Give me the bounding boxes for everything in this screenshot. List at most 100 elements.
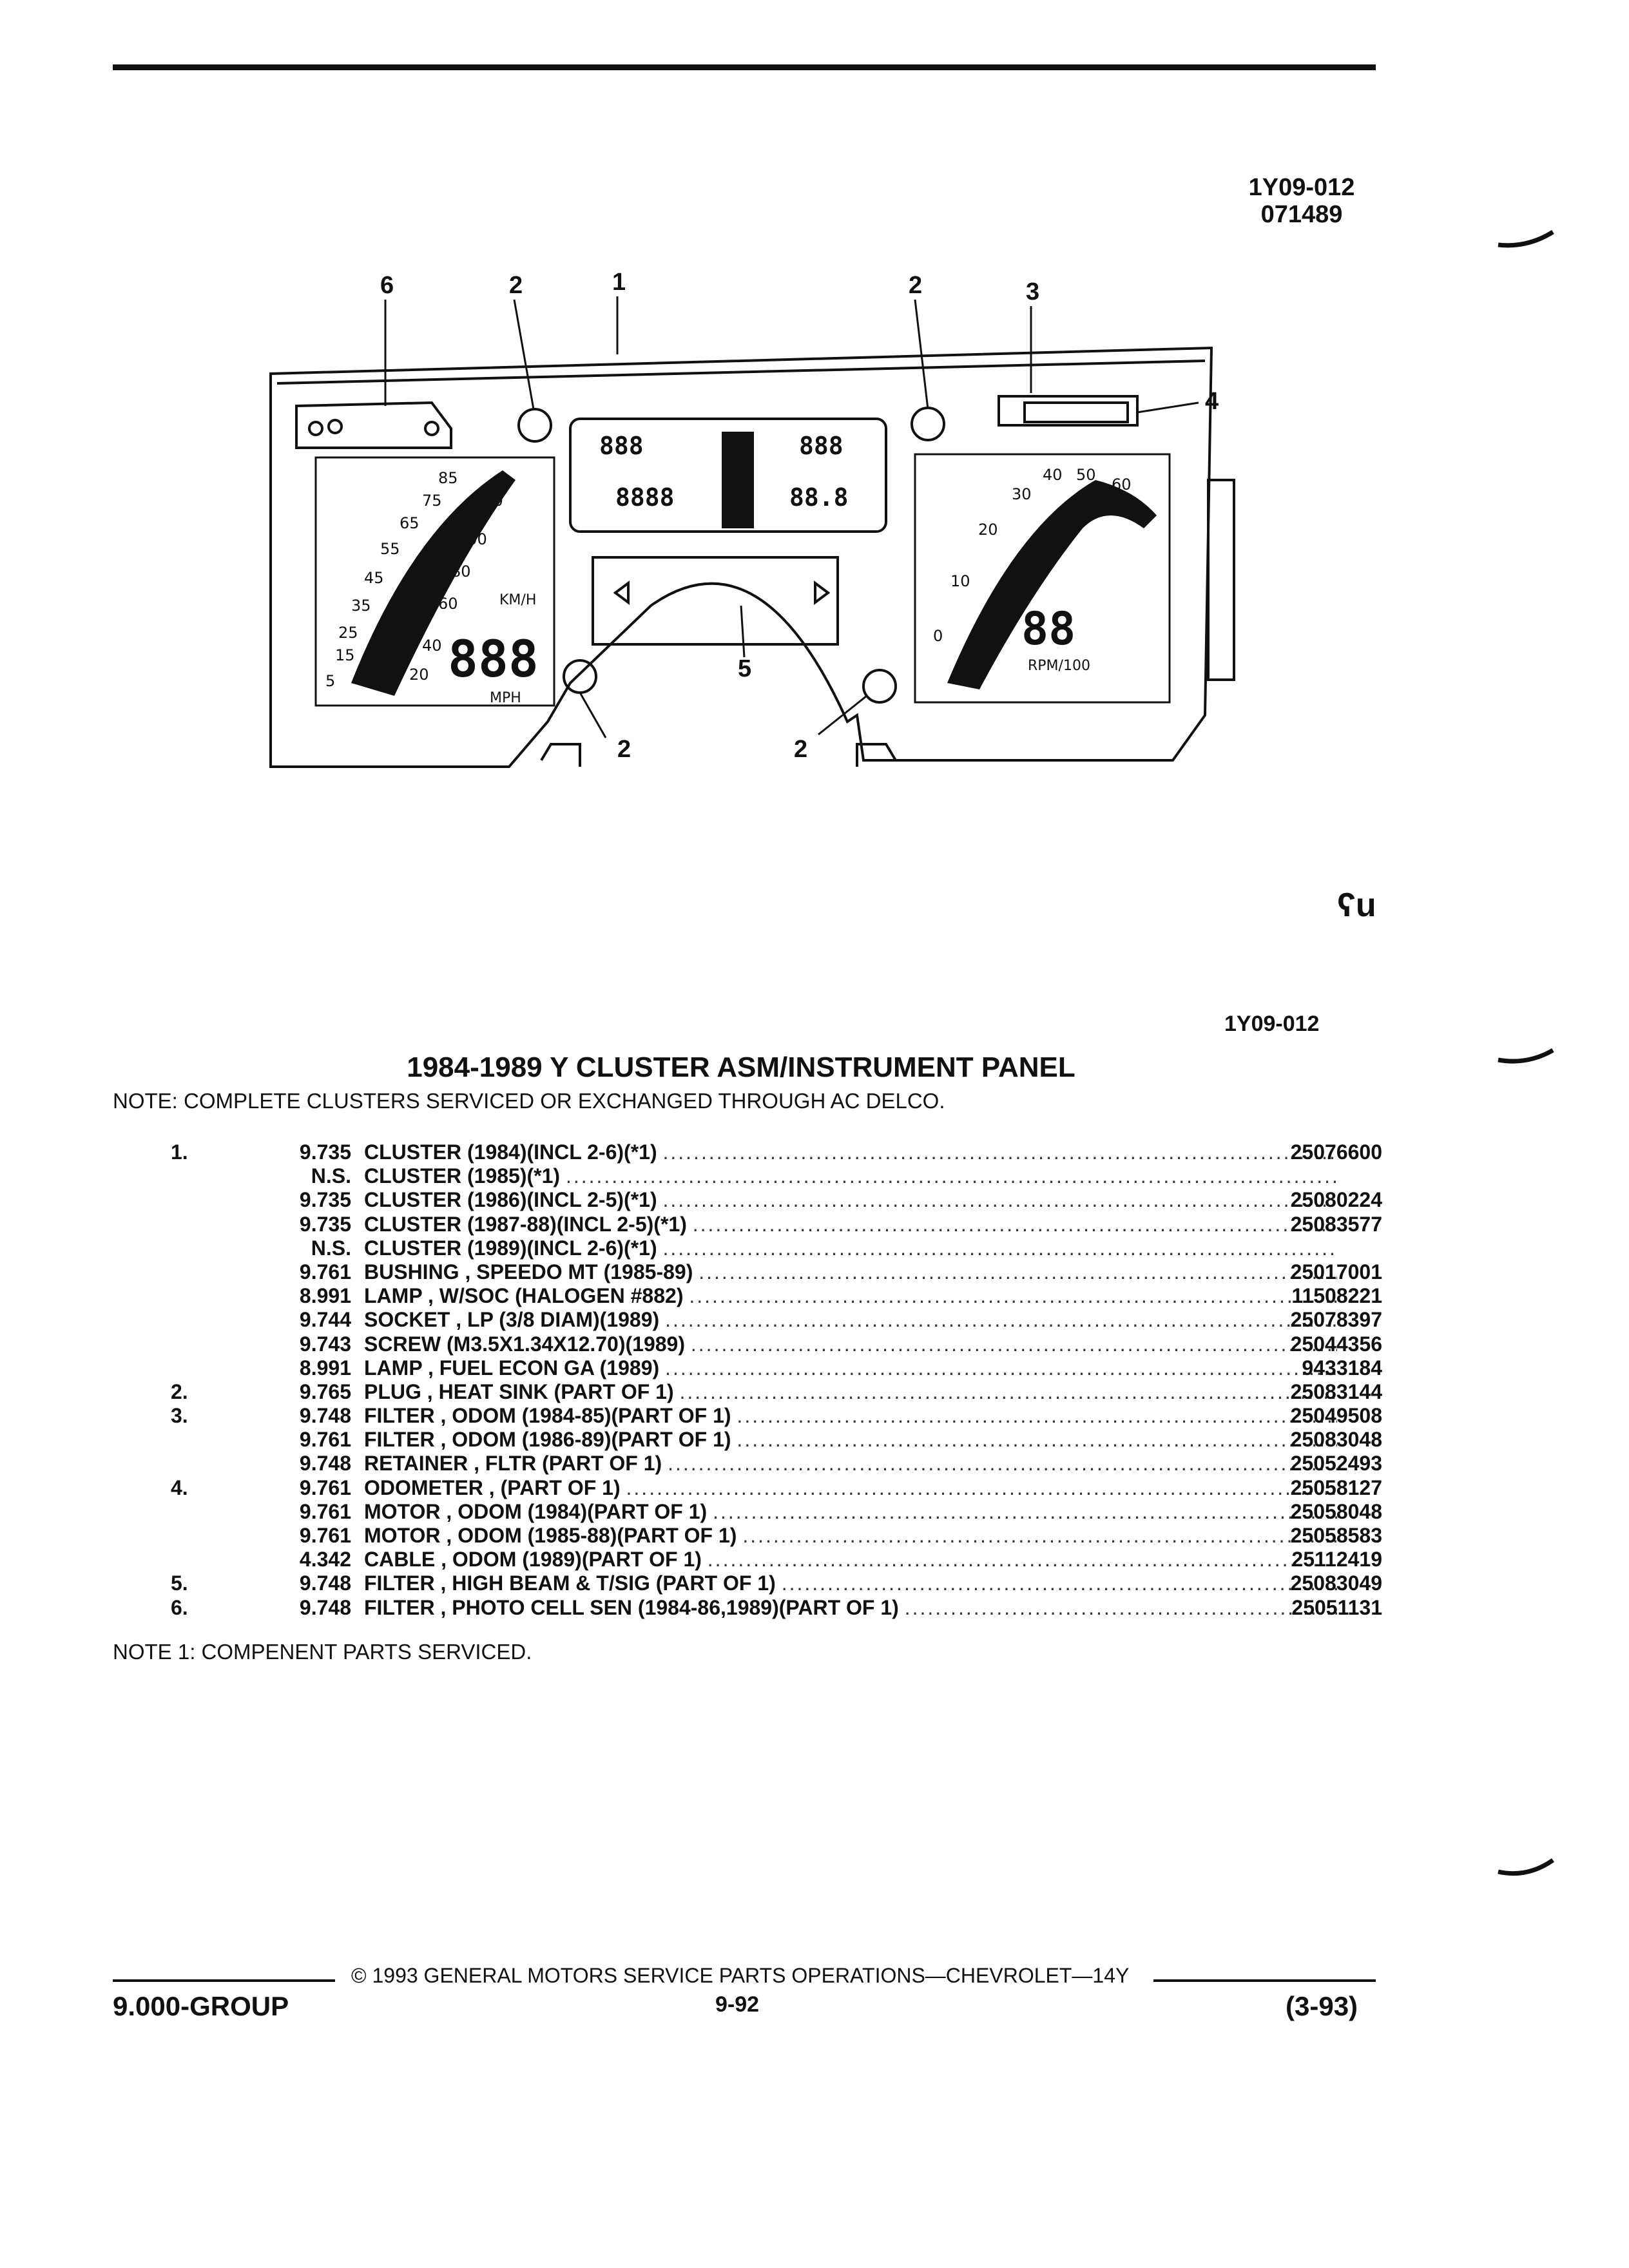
part-spec: , (PART OF 1)	[488, 1475, 621, 1499]
part-name: RETAINER	[364, 1452, 468, 1475]
footer-rule-left	[113, 1979, 335, 1982]
part-description: MOTOR , ODOM (1984)(PART OF 1) .........…	[364, 1500, 1337, 1524]
dot-leader: ........................................…	[689, 1284, 1337, 1308]
group-code: 9.748	[299, 1571, 351, 1595]
tach-readout: 88	[1021, 602, 1075, 655]
part-name: LAMP	[364, 1284, 423, 1308]
part-spec: , FLTR (PART OF 1)	[474, 1452, 662, 1475]
tach-scale-label: 50	[1076, 466, 1096, 484]
part-name: CLUSTER	[364, 1236, 462, 1260]
speedo-kmh-label: 20	[409, 666, 429, 684]
part-name: FILTER	[364, 1428, 435, 1452]
part-number: 25083144	[1290, 1379, 1382, 1403]
top-rule	[113, 64, 1376, 70]
footer-date: (3-93)	[1286, 1991, 1358, 2021]
part-spec: , FUEL ECON GA (1989)	[427, 1356, 660, 1379]
speedo-mph-label: 5	[325, 672, 335, 690]
group-code: 4.342	[299, 1548, 351, 1571]
part-description: FILTER , ODOM (1984-85)(PART OF 1) .....…	[364, 1404, 1337, 1428]
speedo-mph-label: 35	[351, 597, 371, 615]
part-number: 25083577	[1290, 1212, 1382, 1236]
part-name: BUSHING	[364, 1260, 459, 1283]
item-number: 6.	[171, 1595, 188, 1619]
parts-row: 9.748 RETAINER , FLTR (PART OF 1) .......…	[113, 1452, 1382, 1475]
part-name: FILTER	[364, 1571, 435, 1595]
parts-row: N.S. CLUSTER (1989)(INCL 2-6)(*1) .......…	[113, 1236, 1382, 1260]
speedo-readout: 888	[448, 631, 539, 689]
margin-tick-1	[1498, 230, 1554, 248]
speedo-unit-kmh: KM/H	[499, 592, 536, 608]
part-number: 11508221	[1291, 1284, 1382, 1308]
footer-page-number: 9-92	[715, 1992, 760, 2017]
part-name: PLUG	[364, 1379, 421, 1403]
part-description: CABLE , ODOM (1989)(PART OF 1) .........…	[364, 1548, 1337, 1571]
part-description: MOTOR , ODOM (1985-88)(PART OF 1) ......…	[364, 1524, 1337, 1548]
speedo-mph-label: 85	[438, 469, 458, 487]
part-spec: , HIGH BEAM & T/SIG (PART OF 1)	[440, 1571, 776, 1595]
dot-leader: ........................................…	[742, 1524, 1337, 1547]
part-name: MOTOR	[364, 1499, 441, 1523]
group-code: 9.735	[299, 1212, 351, 1236]
footer-rule-right	[1153, 1979, 1376, 1982]
part-name: CLUSTER	[364, 1164, 462, 1188]
part-number: 25083049	[1290, 1571, 1382, 1595]
tach-scale-label: 40	[1043, 466, 1063, 484]
part-description: RETAINER , FLTR (PART OF 1) ............…	[364, 1452, 1337, 1475]
dot-leader: ........................................…	[690, 1332, 1337, 1356]
callout-2: 2	[509, 272, 523, 299]
part-spec: (1989)(INCL 2-6)(*1)	[467, 1236, 657, 1260]
group-code: 9.748	[299, 1452, 351, 1475]
dot-leader: ........................................…	[737, 1404, 1337, 1428]
part-name: CLUSTER	[364, 1140, 462, 1164]
cu-logo: ʕu	[1337, 887, 1376, 924]
center-readout-4: 88.8	[789, 483, 849, 512]
dot-leader: ........................................…	[662, 1236, 1337, 1260]
part-description: SCREW (M3.5X1.34X12.70)(1989) ..........…	[364, 1332, 1337, 1356]
item-number: 4.	[171, 1475, 188, 1499]
part-name: LAMP	[364, 1356, 423, 1379]
part-number: 25051131	[1291, 1595, 1382, 1619]
speedo-kmh-label: 100	[458, 530, 487, 548]
tach-scale-label: 30	[1012, 485, 1032, 503]
part-number: 25044356	[1290, 1332, 1382, 1356]
part-name: ODOMETER	[364, 1475, 483, 1499]
speedo-unit-mph: MPH	[490, 690, 521, 706]
center-readout-2: 888	[799, 432, 843, 460]
callout-2: 2	[909, 272, 922, 299]
margin-tick-2	[1498, 1048, 1554, 1064]
group-code: 9.735	[299, 1140, 351, 1164]
part-name: MOTOR	[364, 1524, 441, 1547]
part-spec: , ODOM (1985-88)(PART OF 1)	[446, 1524, 737, 1547]
speedo-kmh-label: 40	[422, 637, 442, 655]
part-name: SOCKET	[364, 1308, 450, 1332]
part-number: 25083048	[1290, 1428, 1382, 1452]
part-spec: (1987-88)(INCL 2-5)(*1)	[467, 1212, 687, 1236]
note-top: NOTE: COMPLETE CLUSTERS SERVICED OR EXCH…	[113, 1089, 945, 1113]
section-id: 1Y09-012	[1224, 1012, 1320, 1036]
item-number: 5.	[171, 1571, 188, 1595]
center-readout-3: 8888	[615, 483, 675, 512]
callout-1: 1	[612, 269, 626, 296]
note-bottom: NOTE 1: COMPENENT PARTS SERVICED.	[113, 1640, 532, 1664]
group-code: N.S.	[311, 1236, 351, 1260]
part-name: CLUSTER	[364, 1212, 462, 1236]
part-description: FILTER , HIGH BEAM & T/SIG (PART OF 1) .…	[364, 1571, 1337, 1595]
speedo-kmh-label: 60	[438, 595, 458, 613]
part-number: 25112419	[1291, 1548, 1382, 1571]
part-spec: , W/SOC (HALOGEN #882)	[427, 1284, 684, 1308]
item-number: 3.	[171, 1404, 188, 1428]
part-number: 25076600	[1290, 1140, 1382, 1164]
part-spec: , ODOM (1986-89)(PART OF 1)	[440, 1428, 731, 1452]
group-code: 9.761	[299, 1524, 351, 1547]
part-description: CLUSTER (1986)(INCL 2-5)(*1) ...........…	[364, 1188, 1337, 1212]
part-spec: (1985)(*1)	[467, 1164, 561, 1188]
tach-scale-label: 20	[978, 521, 998, 539]
callout-2: 2	[617, 736, 631, 763]
callout-5: 5	[738, 655, 751, 682]
group-code: 9.761	[299, 1499, 351, 1523]
